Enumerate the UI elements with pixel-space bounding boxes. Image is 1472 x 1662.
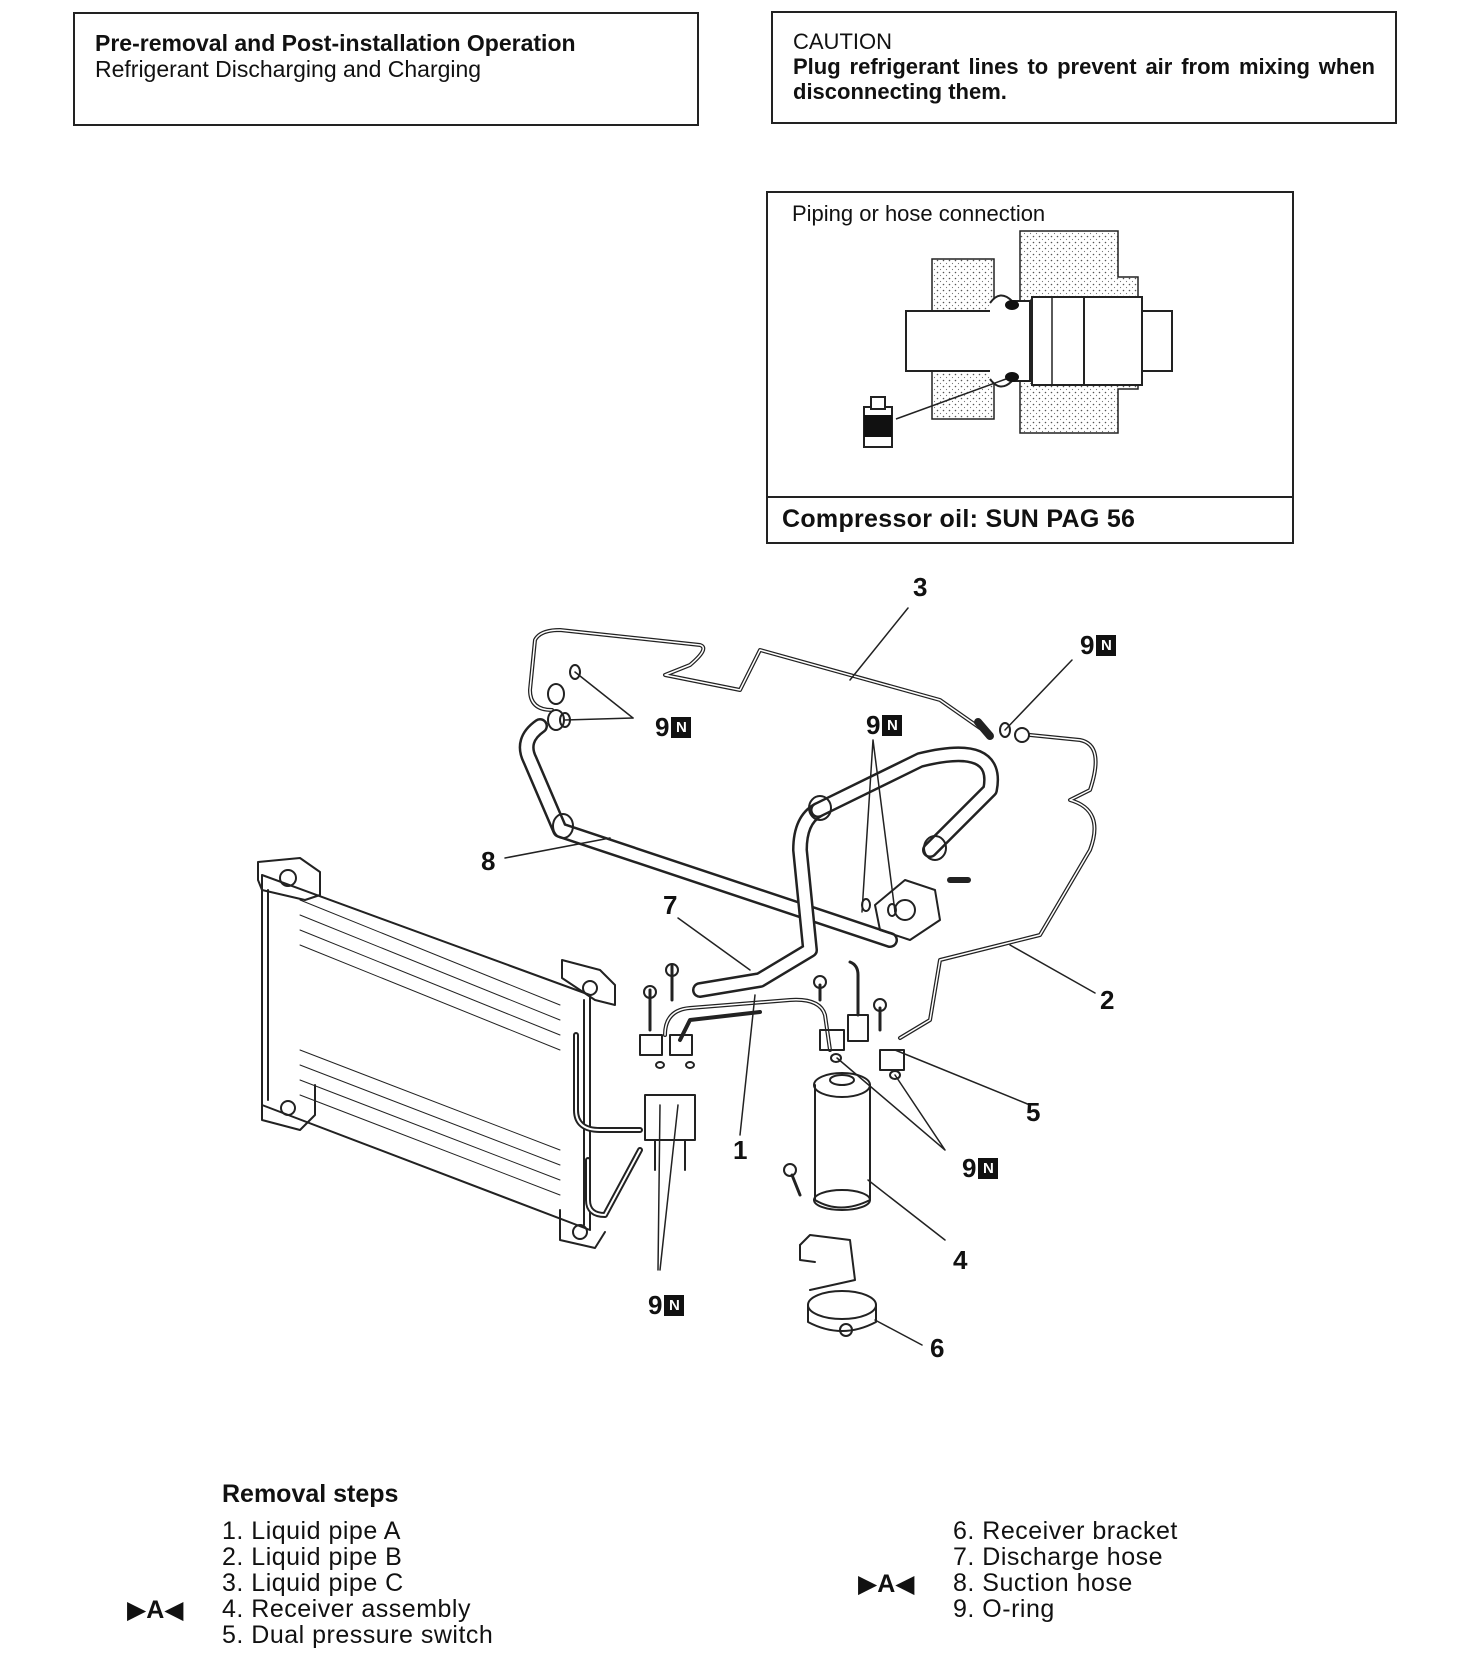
liquid-pipe-c [528, 628, 982, 730]
removal-step: 1. Liquid pipe A [222, 1517, 401, 1545]
removal-step: 9. O-ring [953, 1595, 1055, 1623]
new-part-badge: N [664, 1295, 685, 1316]
callout-8: 8 [481, 846, 496, 876]
caution-box: CAUTION Plug refrigerant lines to preven… [771, 11, 1397, 124]
caution-text: Plug refrigerant lines to prevent air fr… [793, 54, 1375, 104]
receiver-assembly [813, 1072, 871, 1211]
receiver-bracket [799, 1234, 877, 1337]
new-part-badge: N [882, 715, 903, 736]
piping-connection-illustration [863, 230, 1173, 448]
removal-step: 3. Liquid pipe C [222, 1569, 404, 1597]
oring-number: 9 [648, 1290, 663, 1320]
oring-number: 9 [1080, 630, 1095, 660]
removal-step: 8. Suction hose [953, 1569, 1133, 1597]
pre-removal-title: Pre-removal and Post-installation Operat… [95, 30, 576, 56]
piping-connection-box: Piping or hose connection Compressor [766, 191, 1294, 544]
callout-4: 4 [953, 1245, 968, 1275]
callout-3: 3 [913, 572, 928, 602]
oring-number: 9 [655, 712, 670, 742]
oring-number: 9 [962, 1153, 977, 1183]
callout-5: 5 [1026, 1097, 1041, 1127]
piping-label: Piping or hose connection [792, 201, 1046, 226]
removal-step: 5. Dual pressure switch [222, 1621, 494, 1649]
removal-step: 4. Receiver assembly [222, 1595, 471, 1623]
service-point-marker: ▶A◀ [858, 1570, 915, 1598]
callout-6: 6 [930, 1333, 945, 1363]
caution-title: CAUTION [793, 29, 892, 54]
pre-removal-subtitle: Refrigerant Discharging and Charging [95, 56, 482, 82]
oring-number: 9 [866, 710, 881, 740]
new-part-badge: N [671, 717, 692, 738]
pre-removal-box: Pre-removal and Post-installation Operat… [73, 12, 699, 126]
compressor-oil-label: Compressor oil: SUN PAG 56 [782, 505, 1136, 533]
callout-7: 7 [663, 890, 678, 920]
ac-piping-exploded-diagram [257, 607, 1098, 1346]
removal-steps-title: Removal steps [222, 1480, 399, 1508]
callout-1: 1 [733, 1135, 748, 1165]
removal-step: 7. Discharge hose [953, 1543, 1164, 1571]
condenser [257, 857, 643, 1249]
service-point-marker: ▶A◀ [127, 1596, 184, 1624]
new-part-badge: N [978, 1158, 999, 1179]
new-part-badge: N [1096, 635, 1117, 656]
removal-step: 2. Liquid pipe B [222, 1543, 403, 1571]
removal-step: 6. Receiver bracket [953, 1517, 1178, 1545]
piping-divider [768, 496, 1292, 498]
callout-2: 2 [1100, 985, 1115, 1015]
dual-pressure-switch [847, 1014, 869, 1042]
